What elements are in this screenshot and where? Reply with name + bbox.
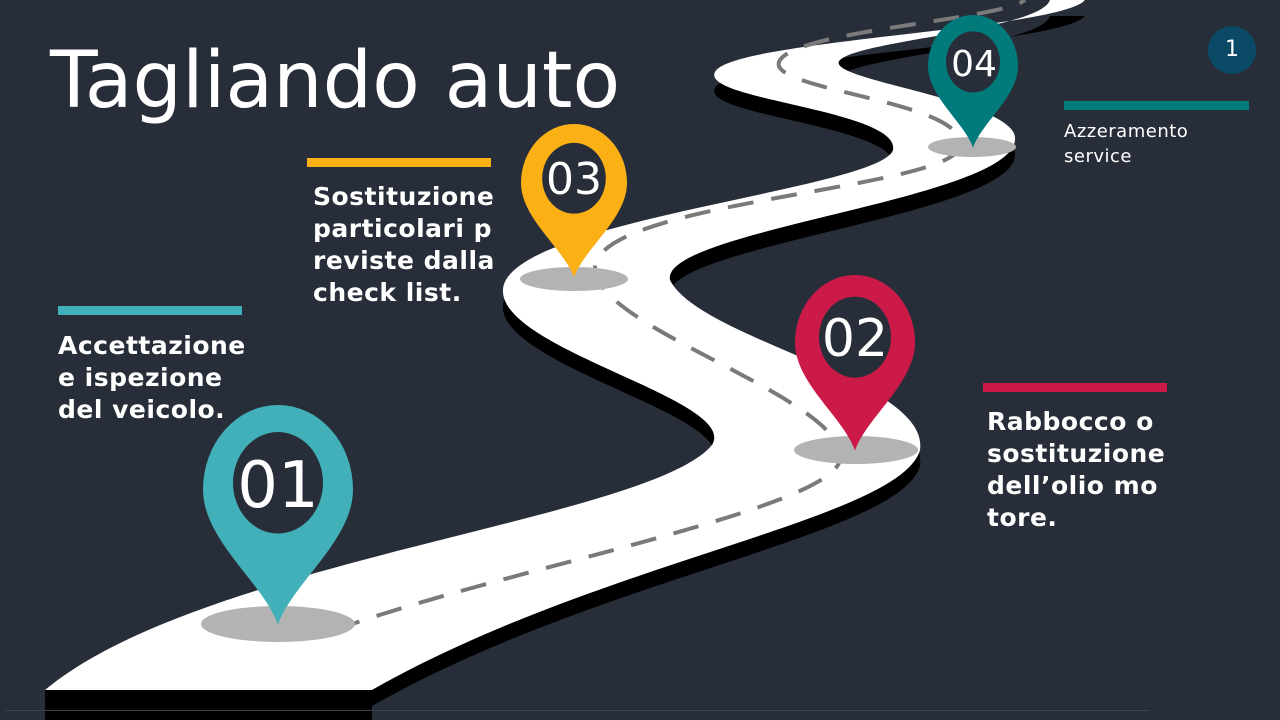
pin-02-icon [795, 275, 915, 451]
pin-03-shadow [520, 267, 628, 291]
pin-04-shadow [928, 137, 1016, 157]
pin-02-shadow [794, 436, 918, 464]
pin-01-number: 01 [237, 449, 318, 523]
step-02-text: Rabbocco o sostituzione dell’olio motore… [987, 407, 1166, 532]
page-number-badge: 1 [1208, 26, 1256, 74]
pin-01-icon [203, 405, 353, 625]
pin-02-number: 02 [822, 309, 888, 369]
step-01-text: Accettazione e ispezione del veicolo. [58, 331, 246, 424]
road-center-dashes [334, 0, 1027, 632]
road [45, 0, 1085, 690]
step-04-text: Azzeramento service [1064, 121, 1189, 167]
footer-divider [5, 710, 1150, 711]
step-03-text: Sostituzione particolari previste dalla … [313, 182, 495, 307]
step-02-bar [983, 383, 1167, 392]
step-01-bar [58, 306, 242, 315]
step-03-bar [307, 158, 491, 167]
pin-04-number: 04 [951, 44, 997, 85]
pin-03-icon [521, 124, 627, 278]
slide-title: Tagliando auto [50, 36, 621, 126]
pin-04-icon [928, 15, 1018, 148]
step-04-bar [1064, 101, 1249, 110]
pin-03-number: 03 [546, 154, 602, 205]
